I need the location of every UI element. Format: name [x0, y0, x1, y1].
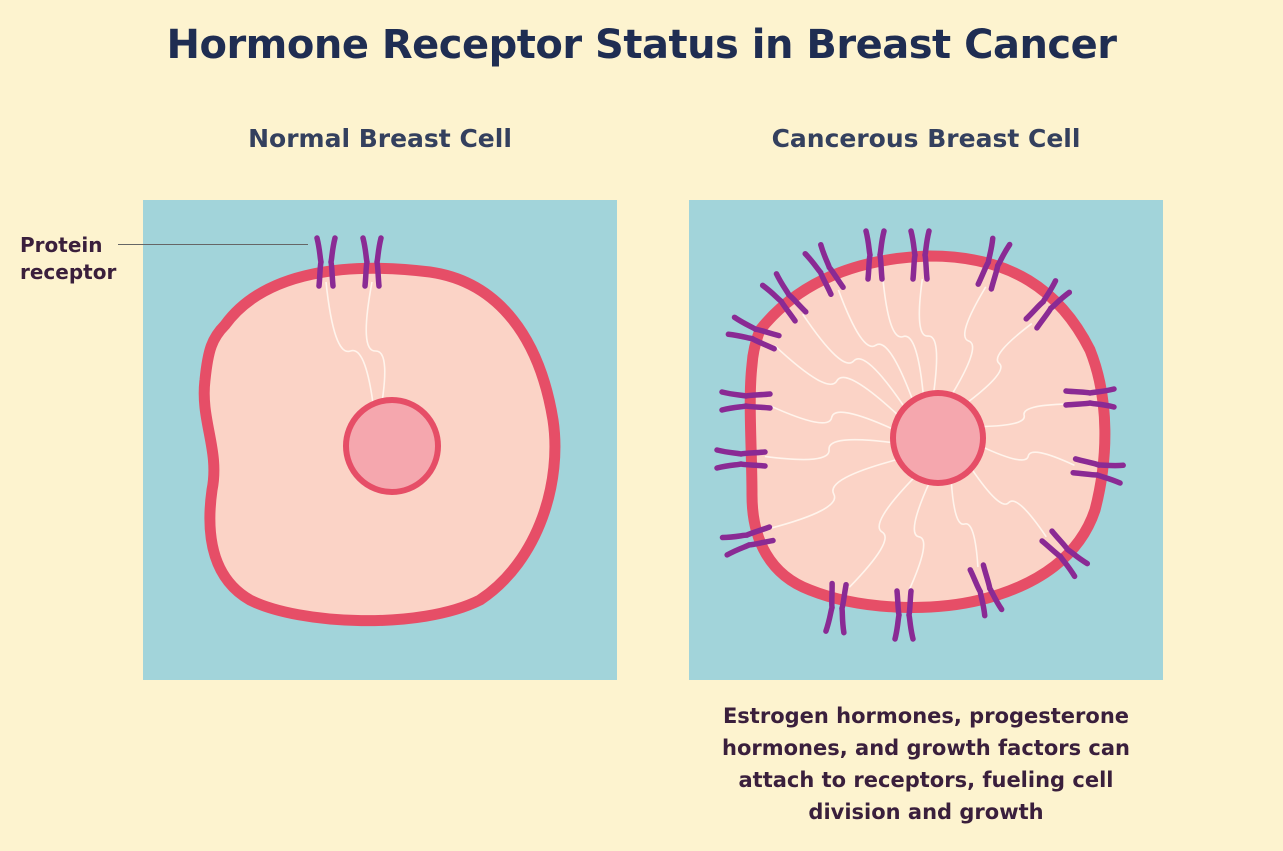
fiber-line [365, 281, 386, 421]
fiber-line [966, 322, 1033, 404]
protein-receptor [802, 241, 846, 298]
cancerous-cell [714, 228, 1126, 642]
protein-receptor [823, 580, 849, 636]
protein-receptor [863, 228, 887, 282]
fiber-line [882, 277, 925, 396]
fiber-line [918, 278, 938, 394]
fiber-line [907, 481, 931, 592]
normal-cell-heading: Normal Breast Cell [248, 124, 512, 153]
callout-leader-line [118, 244, 308, 245]
page-title: Hormone Receptor Status in Breast Cancer [166, 22, 1117, 68]
protein-receptor [759, 271, 809, 324]
protein-receptor-callout: Protein receptor [20, 232, 116, 286]
fiber-line [981, 403, 1067, 428]
protein-receptor [1023, 278, 1073, 331]
normal-cell-receptors [314, 235, 384, 289]
protein-receptor [719, 389, 773, 413]
fiber-line [769, 404, 895, 431]
fiber-line [970, 467, 1047, 538]
fiber-line [950, 286, 987, 396]
protein-receptor [975, 235, 1013, 292]
protein-receptor [714, 447, 768, 471]
normal-cell-fibers [325, 281, 386, 421]
fiber-line [768, 458, 899, 530]
caption-line-2: hormones, and growth factors can [722, 736, 1130, 760]
fiber-line [802, 313, 906, 409]
caption-line-4: division and growth [808, 800, 1044, 824]
fiber-line [848, 476, 916, 588]
callout-line-2: receptor [20, 260, 117, 284]
protein-receptor [967, 562, 1005, 619]
cancerous-cell-caption: Estrogen hormones, progesterone hormones… [689, 700, 1163, 828]
fiber-line [981, 446, 1075, 467]
cancerous-cell-fibers [764, 277, 1075, 592]
protein-receptor [1063, 386, 1117, 410]
fiber-line [325, 281, 376, 421]
fiber-line [950, 480, 979, 568]
protein-receptor [1039, 528, 1091, 580]
callout-line-1: Protein [20, 233, 103, 257]
protein-receptor [1070, 456, 1126, 486]
caption-line-1: Estrogen hormones, progesterone [722, 704, 1130, 728]
protein-receptor [360, 235, 384, 289]
fiber-line [837, 289, 914, 401]
protein-receptor [908, 228, 932, 282]
fiber-line [764, 438, 894, 461]
normal-cell-nucleus [343, 397, 441, 495]
protein-receptor [314, 235, 338, 289]
normal-cell [198, 235, 561, 627]
protein-receptor [892, 588, 916, 642]
cancerous-cell-receptors [714, 228, 1126, 642]
cancerous-cell-heading: Cancerous Breast Cell [771, 124, 1081, 153]
protein-receptor [725, 314, 782, 352]
cancerous-cell-nucleus [890, 390, 986, 486]
fiber-line [774, 345, 900, 417]
caption-line-3: attach to receptors, fueling cell [738, 768, 1114, 792]
protein-receptor [719, 524, 776, 558]
